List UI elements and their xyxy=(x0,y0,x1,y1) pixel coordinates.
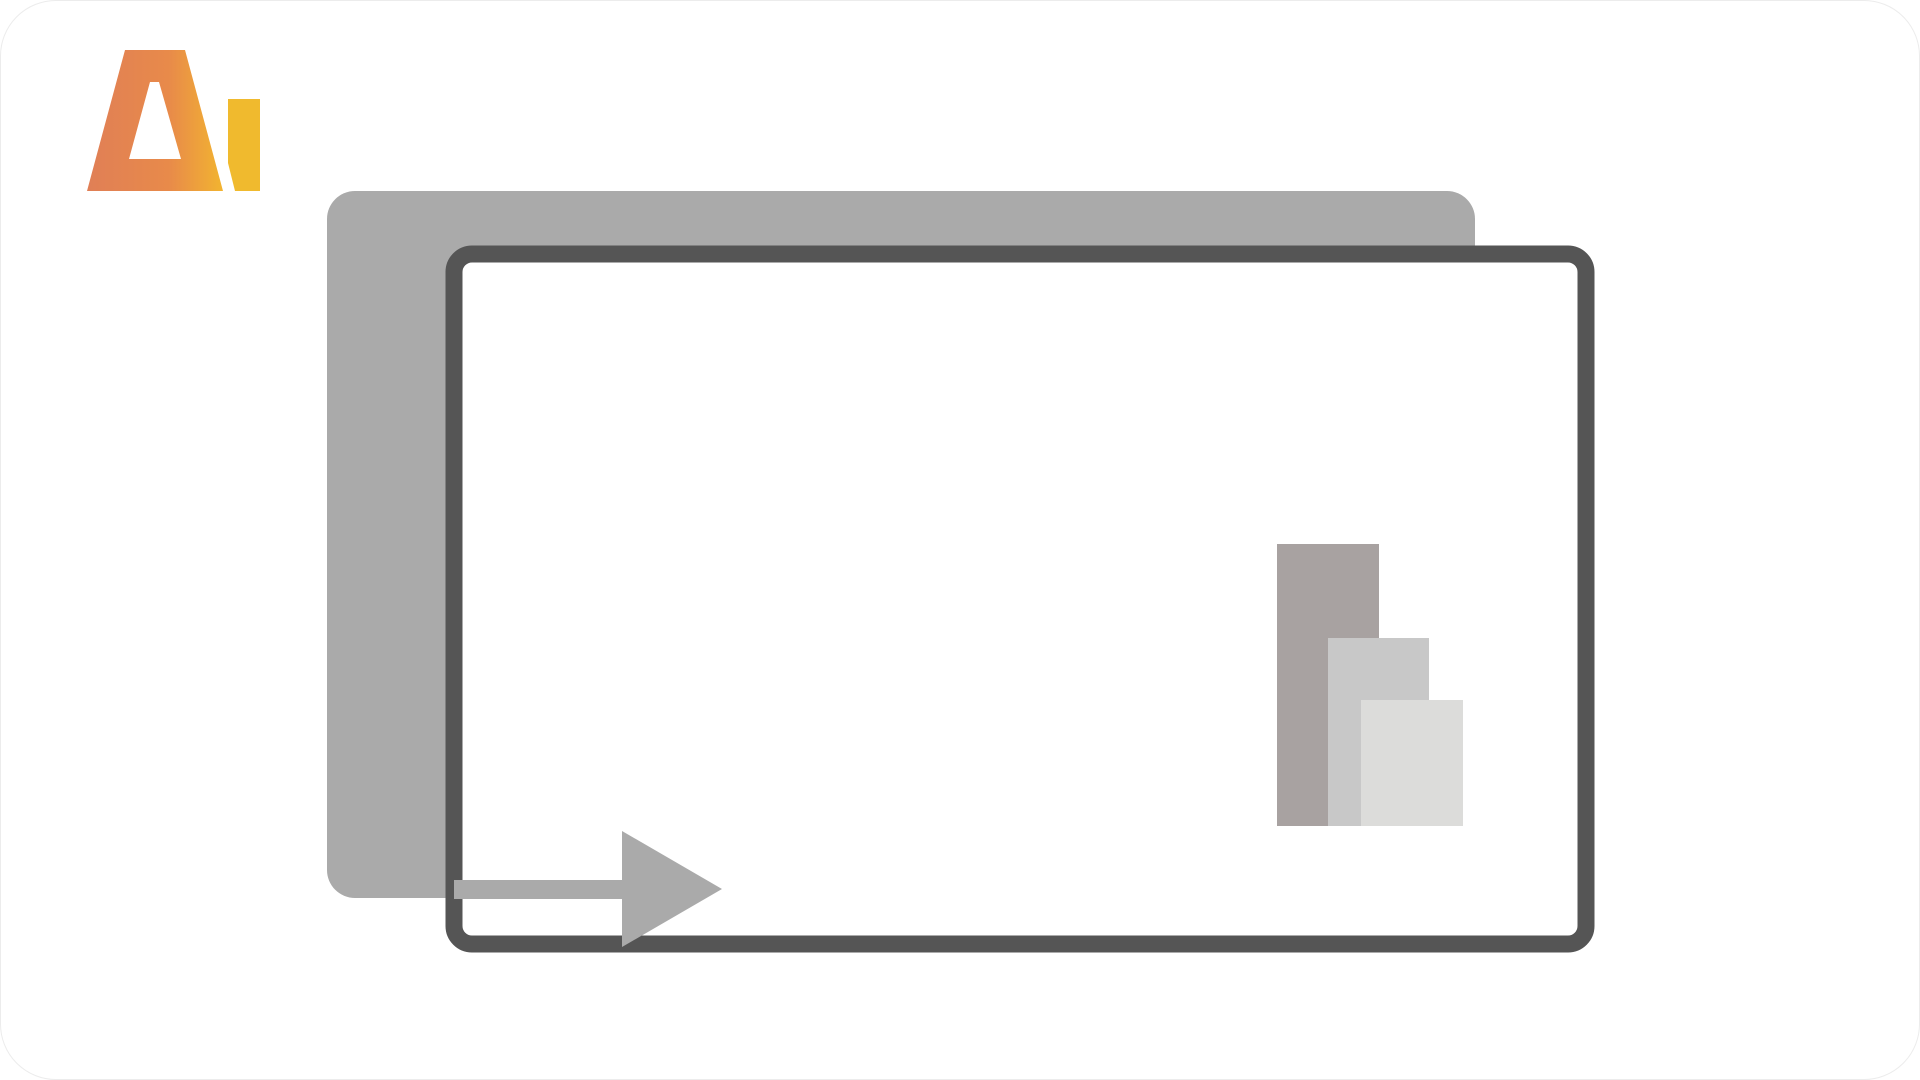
ai-logo-icon xyxy=(87,50,260,191)
block-short xyxy=(1361,700,1463,826)
logo-a-shape xyxy=(87,50,223,191)
right-arrow-icon xyxy=(454,831,722,947)
logo-i-bar xyxy=(228,99,260,191)
arrow-head xyxy=(622,831,722,947)
stacked-blocks-icon xyxy=(1277,544,1463,826)
arrow-shaft xyxy=(454,880,624,899)
